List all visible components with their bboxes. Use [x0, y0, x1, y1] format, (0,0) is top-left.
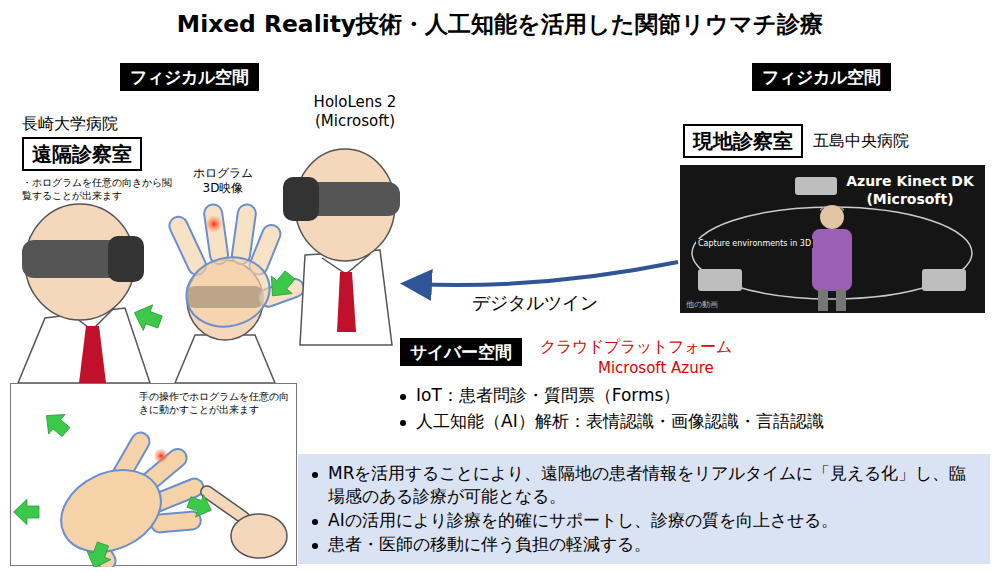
kinect-capture-image-part [795, 177, 837, 195]
digital-twin-arrow [412, 262, 678, 285]
pain-spot [206, 216, 222, 232]
doctor-left [18, 204, 150, 383]
function-item: IoT：患者問診・質問票（Forms） [416, 384, 680, 407]
bullet-dot [400, 394, 406, 400]
hospital-name: 長崎大学病院 [22, 114, 118, 135]
room-name: 遠隔診察室 [22, 137, 142, 171]
space-label: サイバー空間 [410, 341, 512, 363]
video-link: 他の動画 [686, 299, 718, 310]
bullet-item: 人工知能（AI）解析：表情認識・画像認識・言語認識 [398, 410, 824, 433]
summary-point: MRを活用することにより、遠隔地の患者情報をリアルタイムに「見える化」し、臨場感… [328, 462, 976, 508]
hologram-hand-part [179, 248, 278, 335]
hand-operation-image-part [199, 484, 287, 558]
doctor-left-part [108, 236, 144, 282]
video-caption: Capture environments in 3D [696, 239, 813, 248]
hologram-hand-part [203, 203, 229, 265]
space-label-box: フィジカル空間 [752, 63, 891, 91]
hand-operation-image-part-part [48, 455, 174, 567]
doctor-right [283, 149, 400, 345]
inset-box: 手の操作でホログラムを任意の向きに動かすことが出来ます [10, 383, 297, 566]
hand-operation-image-part-part [82, 540, 115, 567]
summary-point: 患者・医師の移動に伴う負担の軽減する。 [328, 533, 976, 556]
hand-operation-image-part [14, 406, 216, 567]
rotate-arrows-part [262, 266, 300, 304]
doctor-right-part [300, 250, 392, 345]
hologram-hand [166, 203, 306, 335]
bullet-item: 患者・医師の移動に伴う負担の軽減する。 [310, 533, 976, 556]
device-name: Azure Kinect DK (Microsoft) [840, 173, 980, 208]
summary-point: AIの活用により診療を的確にサポートし、診療の質を向上させる。 [328, 509, 976, 532]
kinect-capture-image-part [922, 269, 966, 291]
device-label: HoloLens 2 (Microsoft) [298, 93, 412, 131]
flow-label: デジタルツイン [470, 292, 600, 315]
room-box: 長崎大学病院遠隔診察室 [22, 114, 142, 171]
kinect-capture-image-part [818, 289, 828, 311]
hand-operation-image-part [154, 449, 168, 463]
capture-image-panel: Azure Kinect DK (Microsoft) Capture envir… [680, 165, 985, 313]
room-name: 現地診察室 [683, 124, 803, 158]
hospital-name: 五島中央病院 [813, 131, 909, 152]
platform-name: Microsoft Azure [598, 359, 714, 379]
bullet-item: IoT：患者問診・質問票（Forms） [398, 384, 680, 407]
summary-panel: MRを活用することにより、遠隔地の患者情報をリアルタイムに「見える化」し、臨場感… [298, 454, 990, 564]
bullet-dot [312, 543, 318, 549]
diagram-title: Mixed Reality技術・人工知能を活用した関節リウマチ診療 [0, 10, 1000, 38]
bullet-dot [400, 420, 406, 426]
rotate-arrows-part [130, 300, 165, 335]
inset-note: 手の操作でホログラムを任意の向きに動かすことが出来ます [139, 390, 291, 417]
kinect-capture-image-part [812, 229, 852, 291]
room-note: ・ホログラムを任意の向きから閲覧することが出来ます [22, 176, 172, 202]
hologram-label: ホログラム 3D映像 [186, 166, 260, 196]
doctor-right-part [283, 177, 319, 221]
doctor-left-part [79, 326, 106, 383]
platform-label: クラウドプラットフォーム [540, 337, 732, 358]
bullet-item: AIの活用により診療を的確にサポートし、診療の質を向上させる。 [310, 509, 976, 532]
doctor-middle-part [175, 335, 275, 383]
space-label-box: サイバー空間 [400, 338, 522, 366]
kinect-capture-image-part [820, 205, 844, 211]
bullet-item: MRを活用することにより、遠隔地の患者情報をリアルタイムに「見える化」し、臨場感… [310, 462, 976, 508]
hand-operation-image-part-part [38, 406, 74, 442]
kinect-capture-image-part [820, 205, 844, 229]
doctor-right-part [337, 272, 356, 332]
space-label-box: フィジカル空間 [120, 63, 259, 91]
space-label: フィジカル空間 [762, 66, 881, 88]
hand-operation-image-part-part [231, 514, 287, 558]
hand-operation-image-part-part [185, 491, 216, 522]
function-item: 人工知能（AI）解析：表情認識・画像認識・言語認識 [416, 410, 824, 433]
kinect-capture-image-part [836, 289, 846, 311]
hand-operation-image-part-part [14, 499, 40, 525]
bullet-dot [312, 519, 318, 525]
rotate-arrows [130, 266, 301, 335]
kinect-capture-image-part [698, 269, 742, 291]
hand-operation-image-part [48, 429, 206, 567]
room-box: 現地診察室五島中央病院 [683, 124, 909, 158]
space-label: フィジカル空間 [130, 66, 249, 88]
bullet-dot [312, 472, 318, 478]
